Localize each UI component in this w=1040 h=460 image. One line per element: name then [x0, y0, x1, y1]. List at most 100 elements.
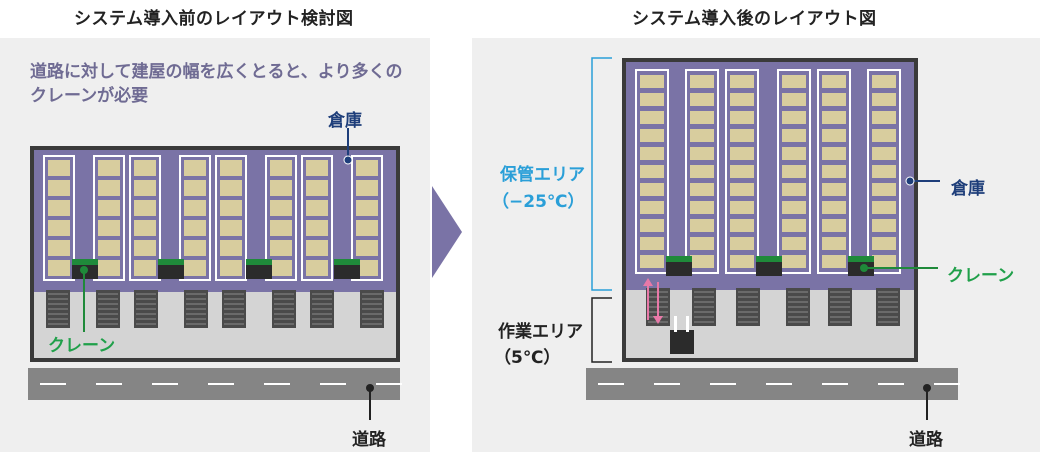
- storage-box: [270, 220, 292, 236]
- storage-box: [640, 93, 664, 106]
- storage-box: [690, 255, 714, 268]
- storage-box: [822, 201, 846, 214]
- before-caption: 道路に対して建屋の幅を広くとると、より多くの クレーンが必要: [30, 60, 402, 108]
- before-layout: [28, 128, 402, 420]
- storage-box: [356, 160, 378, 176]
- storage-box: [822, 129, 846, 142]
- storage-box: [872, 255, 896, 268]
- road-leader-dot: [366, 384, 374, 392]
- storage-box: [730, 75, 754, 88]
- storage-box: [690, 165, 714, 178]
- storage-box: [98, 260, 120, 276]
- crane-top: [666, 256, 692, 262]
- storage-area-temp: （−25℃）: [492, 192, 585, 212]
- rack-outline: [777, 69, 811, 274]
- rack-outline: [685, 69, 719, 274]
- forklift: [670, 330, 694, 354]
- storage-box: [48, 180, 70, 196]
- storage-box: [690, 219, 714, 232]
- storage-box: [184, 160, 206, 176]
- storage-box: [640, 183, 664, 196]
- storage-box: [690, 147, 714, 160]
- storage-box: [306, 200, 328, 216]
- storage-box: [270, 160, 292, 176]
- storage-box: [822, 93, 846, 106]
- storage-box: [220, 260, 242, 276]
- storage-box: [872, 75, 896, 88]
- storage-box: [270, 240, 292, 256]
- storage-box: [730, 219, 754, 232]
- before-title: システム導入前のレイアウト検討図: [74, 9, 354, 29]
- crane-leader-dot: [80, 266, 88, 274]
- storage-box: [134, 220, 156, 236]
- storage-box: [98, 180, 120, 196]
- storage-box: [356, 240, 378, 256]
- after-road-label: 道路: [909, 430, 943, 450]
- road-leader-dot: [923, 384, 931, 392]
- storage-box: [356, 200, 378, 216]
- lift-arrow-down-head: [653, 316, 663, 324]
- storage-box: [782, 255, 806, 268]
- storage-box: [134, 260, 156, 276]
- storage-box: [134, 200, 156, 216]
- lift-arrow-up-head: [643, 278, 653, 286]
- storage-box: [220, 180, 242, 196]
- storage-box: [782, 75, 806, 88]
- storage-box: [730, 183, 754, 196]
- after-layout: [586, 57, 960, 420]
- storage-box: [690, 75, 714, 88]
- before-work-floor: [34, 292, 396, 358]
- storage-box: [98, 200, 120, 216]
- storage-box: [356, 180, 378, 196]
- storage-box: [220, 160, 242, 176]
- storage-box: [640, 129, 664, 142]
- storage-box: [220, 220, 242, 236]
- crane-top: [334, 259, 360, 265]
- storage-box: [184, 180, 206, 196]
- crane-top: [72, 259, 98, 265]
- storage-box: [306, 220, 328, 236]
- storage-box: [640, 201, 664, 214]
- storage-box: [872, 201, 896, 214]
- storage-box: [872, 183, 896, 196]
- storage-box: [134, 240, 156, 256]
- transition-arrow: [432, 186, 462, 278]
- storage-box: [782, 93, 806, 106]
- storage-box: [730, 201, 754, 214]
- storage-box: [640, 111, 664, 124]
- storage-box: [98, 220, 120, 236]
- storage-box: [306, 180, 328, 196]
- work-bracket: [591, 297, 612, 363]
- storage-box: [782, 237, 806, 250]
- storage-box: [184, 200, 206, 216]
- storage-box: [690, 183, 714, 196]
- crane-leader-dot: [860, 264, 868, 272]
- rack-outline: [93, 155, 125, 281]
- storage-box: [48, 200, 70, 216]
- storage-box: [822, 237, 846, 250]
- storage-box: [822, 255, 846, 268]
- storage-box: [640, 147, 664, 160]
- storage-box: [640, 237, 664, 250]
- rack-outline: [265, 155, 297, 281]
- rack-outline: [867, 69, 901, 274]
- storage-box: [690, 237, 714, 250]
- storage-box: [220, 200, 242, 216]
- rack-outline: [635, 69, 669, 274]
- storage-box: [872, 93, 896, 106]
- storage-box: [220, 240, 242, 256]
- storage-box: [872, 165, 896, 178]
- storage-box: [640, 255, 664, 268]
- storage-box: [782, 183, 806, 196]
- storage-box: [782, 129, 806, 142]
- rack-outline: [351, 155, 383, 281]
- work-area-label: 作業エリア: [498, 322, 583, 342]
- storage-box: [822, 147, 846, 160]
- rack-outline: [215, 155, 247, 281]
- storage-box: [640, 165, 664, 178]
- storage-box: [690, 201, 714, 214]
- rack-outline: [179, 155, 211, 281]
- rack-outline: [43, 155, 75, 281]
- storage-box: [872, 111, 896, 124]
